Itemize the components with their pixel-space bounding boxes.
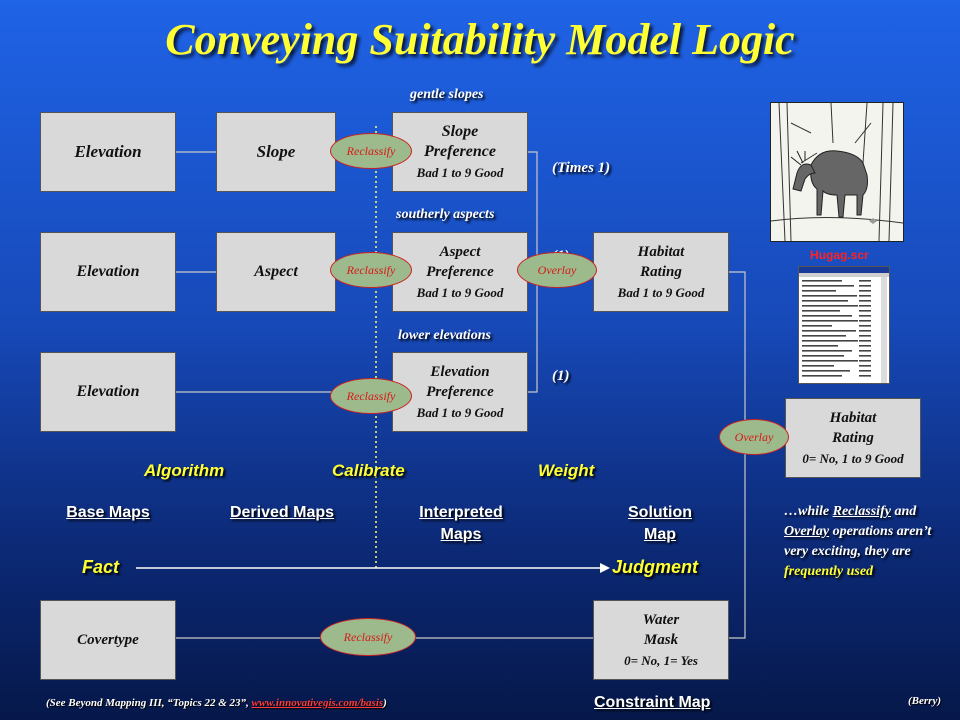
box-scale: Bad 1 to 9 Good [416, 405, 504, 420]
footer-author: (Berry) [908, 695, 941, 707]
overlay-oval-2: Overlay [719, 419, 789, 455]
criterion-gentle-slopes: gentle slopes [410, 87, 484, 102]
note-part-5: operations aren’t very exciting, they ar… [784, 524, 932, 559]
weight-times-1: (Times 1) [552, 160, 611, 176]
box-label-2: Mask [643, 632, 679, 648]
derived-map-slope: Slope [216, 112, 336, 192]
box-label: Aspect [439, 244, 481, 260]
base-map-elevation-1: Elevation [40, 112, 176, 192]
interpreted-map-slope-preference: Slope Preference Bad 1 to 9 Good [392, 112, 528, 192]
bracket-r1 [528, 151, 538, 272]
box-scale: Bad 1 to 9 Good [416, 165, 504, 180]
axis-judgment: Judgment [612, 557, 699, 577]
note-part-1: …while [784, 504, 830, 519]
footer-close: ) [383, 697, 387, 709]
box-label: Slope [441, 123, 479, 140]
box-label-2: Rating [640, 264, 682, 280]
box-label: Elevation [74, 142, 142, 161]
column-base-maps: Base Maps [66, 504, 150, 521]
overlay-oval-1: Overlay [517, 252, 597, 288]
script-screenshot [798, 266, 890, 384]
criterion-lower-elevations: lower elevations [398, 328, 491, 343]
line-habitat-final [729, 271, 785, 438]
script-file-label: Hugag.scr [810, 248, 869, 262]
box-label: Elevation [76, 263, 140, 280]
base-map-elevation-3: Elevation [40, 352, 176, 432]
box-label: Covertype [77, 632, 139, 648]
note-overlay: Overlay [784, 524, 830, 539]
box-label-2: Preference [424, 143, 496, 160]
box-label: Aspect [254, 263, 298, 280]
reclassify-oval-3: Reclassify [330, 378, 412, 414]
bracket-r3 [528, 272, 538, 393]
stage-weight: Weight [538, 461, 595, 480]
footer-text: (See Beyond Mapping III, “Topics 22 & 23… [46, 697, 249, 709]
column-solution-map: Solution Map [600, 502, 720, 546]
stage-calibrate: Calibrate [332, 461, 405, 480]
box-scale: 0= No, 1= Yes [624, 653, 698, 668]
column-solution-line2: Map [644, 526, 676, 543]
reclassify-oval-1: Reclassify [330, 133, 412, 169]
criterion-southerly-aspects: southerly aspects [396, 207, 495, 222]
axis-fact: Fact [82, 557, 120, 577]
reclassify-oval-2: Reclassify [330, 252, 412, 288]
constraint-map-caption: Constraint Map [594, 694, 711, 711]
box-scale: Bad 1 to 9 Good [416, 285, 504, 300]
habitat-rating-map: Habitat Rating Bad 1 to 9 Good [593, 232, 729, 312]
note-frequently-used: frequently used [784, 564, 874, 579]
weight-1-row3: (1) [552, 368, 570, 384]
final-habitat-rating-map: Habitat Rating 0= No, 1 to 9 Good [785, 398, 921, 478]
reclassify-oval-4: Reclassify [320, 618, 416, 656]
column-interpreted-line1: Interpreted [419, 504, 503, 521]
moose-illustration [770, 102, 904, 242]
note-part-3: and [894, 504, 917, 519]
box-scale: Bad 1 to 9 Good [617, 285, 705, 300]
box-label-2: Rating [832, 430, 874, 446]
side-note: …while Reclassify and Overlay operations… [784, 502, 934, 582]
interpreted-map-aspect-preference: Aspect Preference Bad 1 to 9 Good [392, 232, 528, 312]
box-label: Habitat [829, 410, 877, 426]
base-map-covertype: Covertype [40, 600, 176, 680]
base-map-elevation-2: Elevation [40, 232, 176, 312]
box-label: Elevation [430, 364, 490, 380]
interpreted-map-elevation-preference: Elevation Preference Bad 1 to 9 Good [392, 352, 528, 432]
line-mask-final [729, 437, 746, 639]
script-lines-graphic [799, 267, 889, 383]
box-label: Habitat [637, 244, 685, 260]
footer-link[interactable]: www.innovativegis.com/basis [251, 697, 384, 709]
box-scale: 0= No, 1 to 9 Good [802, 451, 904, 466]
derived-map-aspect: Aspect [216, 232, 336, 312]
stage-algorithm: Algorithm [144, 461, 225, 480]
water-mask-map: Water Mask 0= No, 1= Yes [593, 600, 729, 680]
column-interpreted-maps: Interpreted Maps [396, 502, 526, 546]
box-label: Elevation [76, 383, 140, 400]
page-title: Conveying Suitability Model Logic [165, 15, 795, 64]
moose-sketch [771, 103, 903, 241]
column-solution-line1: Solution [628, 504, 692, 521]
footer-citation: (See Beyond Mapping III, “Topics 22 & 23… [46, 697, 387, 709]
box-label: Slope [256, 142, 296, 161]
column-derived-maps: Derived Maps [229, 504, 335, 521]
note-reclassify: Reclassify [832, 504, 891, 519]
box-label-2: Preference [426, 384, 494, 400]
box-label: Water [642, 612, 680, 628]
column-interpreted-line2: Maps [440, 526, 482, 543]
arrow-head [600, 563, 610, 573]
box-label-2: Preference [426, 264, 494, 280]
